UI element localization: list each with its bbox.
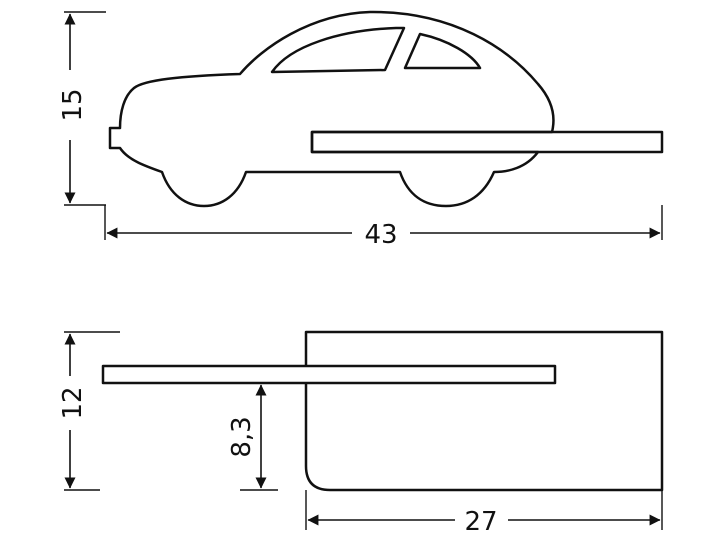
- side-panel-outline: [304, 330, 664, 492]
- dimension-height-side: [64, 331, 120, 491]
- depth-label-side: 27: [464, 507, 497, 537]
- side-shelf-board: [101, 364, 557, 385]
- dimension-shelf-height: [240, 384, 278, 491]
- car-outline: [108, 10, 555, 208]
- shelf-height-label: 8,3: [227, 416, 257, 457]
- top-shelf-board: [310, 130, 664, 154]
- dimension-height-top: [64, 11, 106, 206]
- width-label-top: 43: [364, 220, 397, 250]
- dimension-depth-side: [305, 490, 663, 530]
- car-window-left: [270, 26, 406, 74]
- height-label-side: 12: [58, 386, 88, 419]
- height-label-top: 15: [58, 88, 88, 121]
- car-window-right: [403, 32, 482, 70]
- dimension-width-top: [104, 205, 663, 240]
